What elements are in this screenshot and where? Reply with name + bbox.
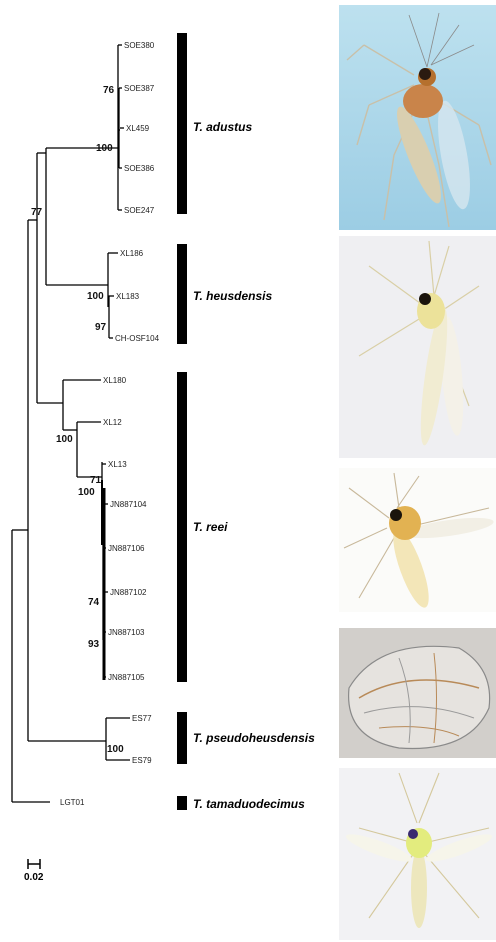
species-label: T. reei — [193, 520, 228, 534]
leaf-label: JN887106 — [108, 544, 145, 553]
clade-bar-heusdensis — [177, 244, 187, 344]
phylogenetic-tree: SOE380 SOE387 XL459 SOE386 SOE247 XL186 … — [0, 0, 339, 942]
bootstrap-value: 97 — [95, 322, 107, 333]
leaf-label: XL186 — [120, 249, 144, 258]
leaf-label: SOE247 — [124, 206, 155, 215]
species-label: T. tamaduodecimus — [193, 797, 305, 811]
leaf-label: XL12 — [103, 418, 122, 427]
bootstrap-value: 100 — [96, 143, 113, 154]
leaf-label: XL183 — [116, 292, 140, 301]
species-label: T. heusdensis — [193, 289, 272, 303]
clade-bar-pseudoheusdensis — [177, 712, 187, 764]
leaf-label: CH-OSF104 — [115, 334, 160, 343]
mosquito-photo-reei — [339, 468, 496, 612]
leaf-label: JN887104 — [110, 500, 147, 509]
leaf-label: SOE387 — [124, 84, 155, 93]
bootstrap-value: 100 — [87, 291, 104, 302]
clade-bar-tamaduodecimus — [177, 796, 187, 810]
leaf-label: ES77 — [132, 714, 152, 723]
bootstrap-value: 74 — [88, 597, 100, 608]
bootstrap-value: 100 — [78, 487, 95, 498]
leaf-label: JN887102 — [110, 588, 147, 597]
clade-bar-adustus — [177, 33, 187, 214]
bootstrap-value: 100 — [56, 434, 73, 445]
leaf-label: SOE380 — [124, 41, 155, 50]
leaf-label: JN887105 — [108, 673, 145, 682]
leaf-label: ES79 — [132, 756, 152, 765]
leaf-label: SOE386 — [124, 164, 155, 173]
species-label: T. adustus — [193, 120, 252, 134]
wing-photo — [339, 628, 496, 758]
bootstrap-value: 100 — [107, 744, 124, 755]
mosquito-photo-adustus — [339, 5, 496, 230]
mosquito-photo-tamaduodecimus — [339, 768, 496, 940]
leaf-label: LGT01 — [60, 798, 85, 807]
clade-bar-reei — [177, 372, 187, 682]
thick-reei-stem — [102, 480, 104, 680]
leaf-label: XL459 — [126, 124, 150, 133]
leaf-label: XL13 — [108, 460, 127, 469]
leaf-label: XL180 — [103, 376, 127, 385]
scale-bar: 0.02 — [24, 859, 44, 883]
mosquito-photo-heusdensis — [339, 236, 496, 458]
bootstrap-value: 77 — [31, 207, 43, 218]
leaf-label: JN887103 — [108, 628, 145, 637]
bootstrap-value: 76 — [103, 85, 115, 96]
scale-bar-label: 0.02 — [24, 872, 44, 883]
species-label: T. pseudoheusdensis — [193, 731, 315, 745]
bootstrap-value: 93 — [88, 639, 100, 650]
bootstrap-value: 71 — [90, 475, 102, 486]
